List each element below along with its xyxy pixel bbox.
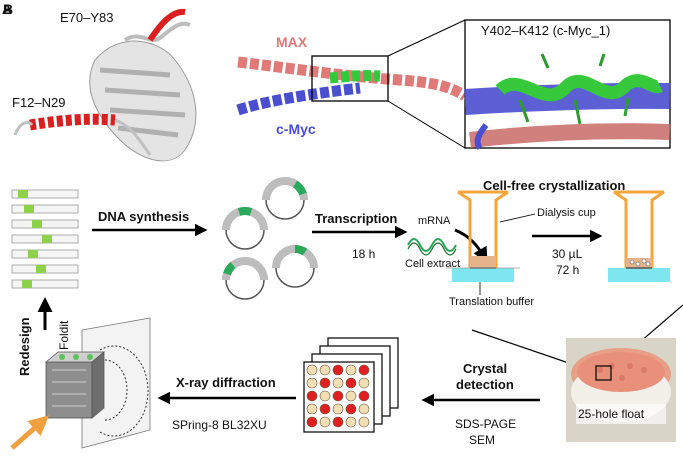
- label-cellfree-title: Cell-free crystallization: [483, 178, 626, 193]
- well-plates: [303, 337, 399, 433]
- label-xray: X-ray diffraction: [176, 375, 276, 390]
- well: [306, 416, 318, 428]
- float-photo: [566, 338, 676, 442]
- well: [345, 416, 357, 428]
- label-transcription: Transcription: [315, 211, 398, 226]
- well: [358, 403, 370, 415]
- well: [358, 390, 370, 402]
- max-helix: [237, 56, 469, 101]
- xray-beam-arrow: [10, 415, 49, 450]
- red-region-left: [29, 113, 116, 131]
- well: [332, 364, 344, 376]
- label-cmyc: c-Myc: [276, 121, 316, 137]
- panel-letter-b: B: [3, 1, 14, 17]
- sequence-variants: [11, 189, 79, 289]
- label-detection: detection: [456, 377, 514, 392]
- dialysis-cup-after: [608, 190, 670, 282]
- label-redesign: Redesign: [17, 317, 32, 376]
- zoom-panel: [464, 19, 671, 150]
- label-18h: 18 h: [352, 247, 376, 261]
- well: [306, 403, 318, 415]
- dialysis-cup-before: [446, 190, 520, 282]
- well: [345, 364, 357, 376]
- label-beamline: SPring-8 BL32XU: [172, 418, 267, 432]
- label-translation-buffer: Translation buffer: [449, 296, 534, 308]
- well: [358, 364, 370, 376]
- label-sds-page: SDS-PAGE: [455, 417, 517, 431]
- well: [332, 390, 344, 402]
- well: [319, 364, 331, 376]
- label-foldit: Foldit: [57, 320, 71, 350]
- protein-structure: [13, 8, 197, 162]
- panel-letter-a: A: [2, 1, 13, 17]
- label-72h: 72 h: [556, 263, 580, 277]
- well: [358, 377, 370, 389]
- label-e70-y83: E70–Y83: [60, 10, 114, 25]
- label-zoom-title: Y402–K412 (c-Myc_1): [481, 23, 611, 38]
- well: [319, 403, 331, 415]
- well: [306, 364, 318, 376]
- helix-structure: [236, 19, 469, 149]
- red-region-top: [147, 8, 186, 42]
- label-dialysis-cup: Dialysis cup: [537, 207, 596, 219]
- well: [345, 390, 357, 402]
- well: [358, 416, 370, 428]
- well: [345, 377, 357, 389]
- label-crystal: Crystal: [463, 361, 508, 376]
- cmyc-helix: [236, 82, 361, 116]
- well: [345, 403, 357, 415]
- green-helix-zoom: [495, 74, 663, 102]
- label-max: MAX: [276, 34, 308, 50]
- label-volume: 30 µL: [552, 247, 583, 261]
- label-sem: SEM: [469, 433, 496, 447]
- well: [319, 390, 331, 402]
- label-dna-synthesis: DNA synthesis: [98, 209, 190, 224]
- label-cell-extract: Cell extract: [405, 258, 461, 270]
- plasmids: [222, 177, 318, 300]
- well: [319, 416, 331, 428]
- well: [319, 377, 331, 389]
- label-f12-n29: F12–N29: [12, 95, 66, 110]
- mrna-wave: [407, 238, 457, 252]
- zoom-box: [311, 55, 389, 102]
- green-helix-segment: [329, 70, 381, 84]
- label-25-hole-float: 25-hole float: [578, 407, 645, 421]
- label-mrna: mRNA: [418, 215, 451, 227]
- crystal-lattice: [44, 317, 151, 449]
- well: [332, 377, 344, 389]
- well: [306, 390, 318, 402]
- well: [306, 377, 318, 389]
- well: [332, 403, 344, 415]
- well: [332, 416, 344, 428]
